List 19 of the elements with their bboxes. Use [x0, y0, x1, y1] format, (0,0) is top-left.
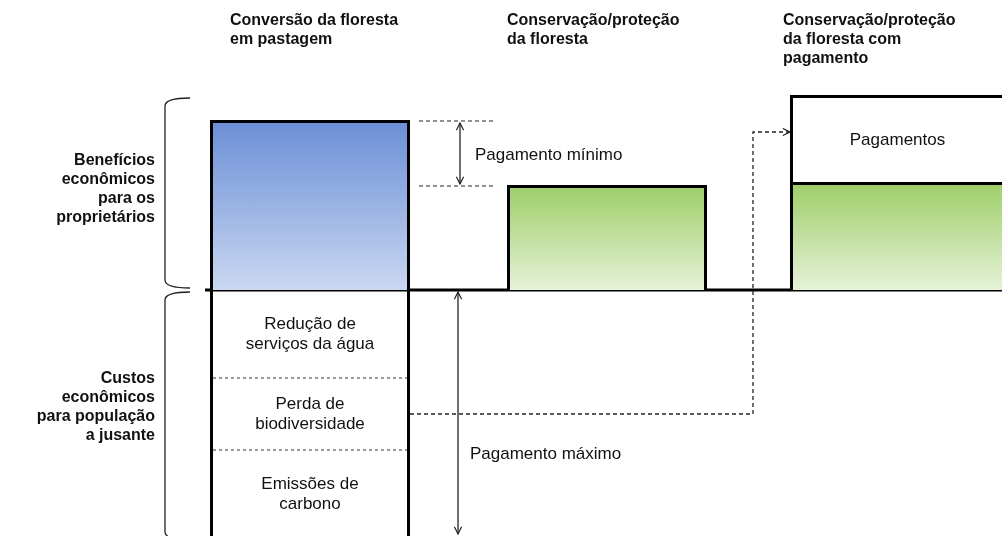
benefit-bar: [507, 185, 707, 290]
cost-segment: [210, 378, 410, 450]
node-text: Redução de serviços da água: [244, 314, 376, 354]
node-text: Perda de biodiversidade: [254, 394, 366, 434]
column-heading: Conversão da floresta em pastagem: [230, 11, 399, 47]
column-heading: Conservação/proteção da floresta com pagamento: [783, 11, 956, 66]
cost-segment: [210, 450, 410, 536]
row-heading: Benefícios econômicos para os proprietários: [56, 151, 155, 225]
cost-segment: [210, 290, 410, 378]
dimension-label: Pagamento máximo: [470, 444, 622, 463]
dimension-label: Pagamento mínimo: [475, 145, 623, 164]
benefit-bar: [790, 185, 1002, 290]
node-text: Emissões de carbono: [260, 474, 360, 514]
node-text: Pagamentos: [848, 130, 947, 150]
column-heading: Conservação/proteção da floresta: [507, 11, 680, 47]
row-heading: Custos econômicos para população a jusante: [36, 369, 155, 443]
connector-arrow: [409, 127, 791, 415]
benefit-bar: [210, 120, 410, 290]
payment-box: [790, 95, 1002, 185]
